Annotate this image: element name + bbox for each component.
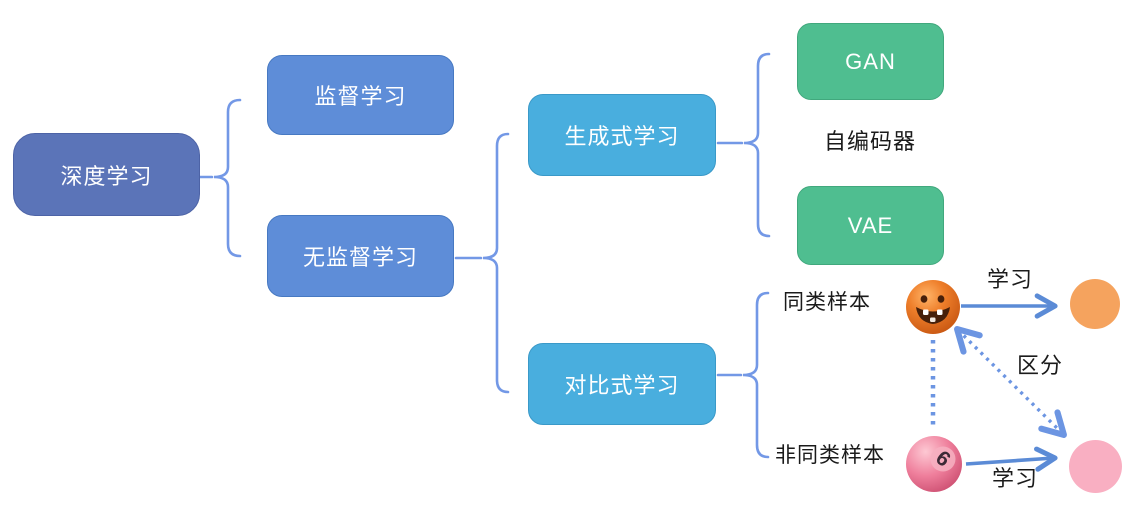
node-gan: GAN — [797, 23, 944, 100]
target-circle-orange — [1070, 279, 1120, 329]
node-deep-learning: 深度学习 — [13, 133, 200, 216]
learn-label-bottom: 学习 — [991, 466, 1038, 491]
node-supervised-learning: 监督学习 — [267, 55, 454, 135]
node-unsupervised-learning: 无监督学习 — [267, 215, 454, 297]
node-contrastive-learning-label: 对比式学习 — [564, 373, 680, 398]
brace-contrastive — [742, 291, 770, 459]
arrow-learn-bottom — [965, 446, 1058, 472]
node-deep-learning-label: 深度学习 — [60, 163, 153, 189]
node-generative-learning-label: 生成式学习 — [564, 124, 680, 149]
brace-root — [213, 98, 242, 258]
target-circle-pink — [1069, 440, 1122, 493]
brace-generative — [743, 52, 771, 238]
autoencoder-label: 自编码器 — [823, 129, 916, 154]
same-class-label: 同类样本 — [783, 291, 871, 314]
billiard-ball-icon: 6 — [906, 436, 962, 492]
distinguish-label: 区分 — [1016, 353, 1063, 378]
pumpkin-ball-icon — [906, 280, 960, 334]
brace-unsupervised — [482, 132, 510, 394]
node-contrastive-learning: 对比式学习 — [528, 343, 716, 425]
learn-label-top: 学习 — [986, 267, 1033, 292]
node-generative-learning: 生成式学习 — [528, 94, 716, 176]
diff-class-label: 非同类样本 — [775, 444, 885, 467]
node-unsupervised-learning-label: 无监督学习 — [302, 245, 418, 270]
node-vae-label: VAE — [847, 212, 894, 238]
node-vae: VAE — [797, 186, 944, 265]
dotted-arrow-distinguish — [954, 326, 1067, 438]
node-gan-label: GAN — [845, 48, 896, 74]
node-supervised-learning-label: 监督学习 — [314, 84, 407, 109]
